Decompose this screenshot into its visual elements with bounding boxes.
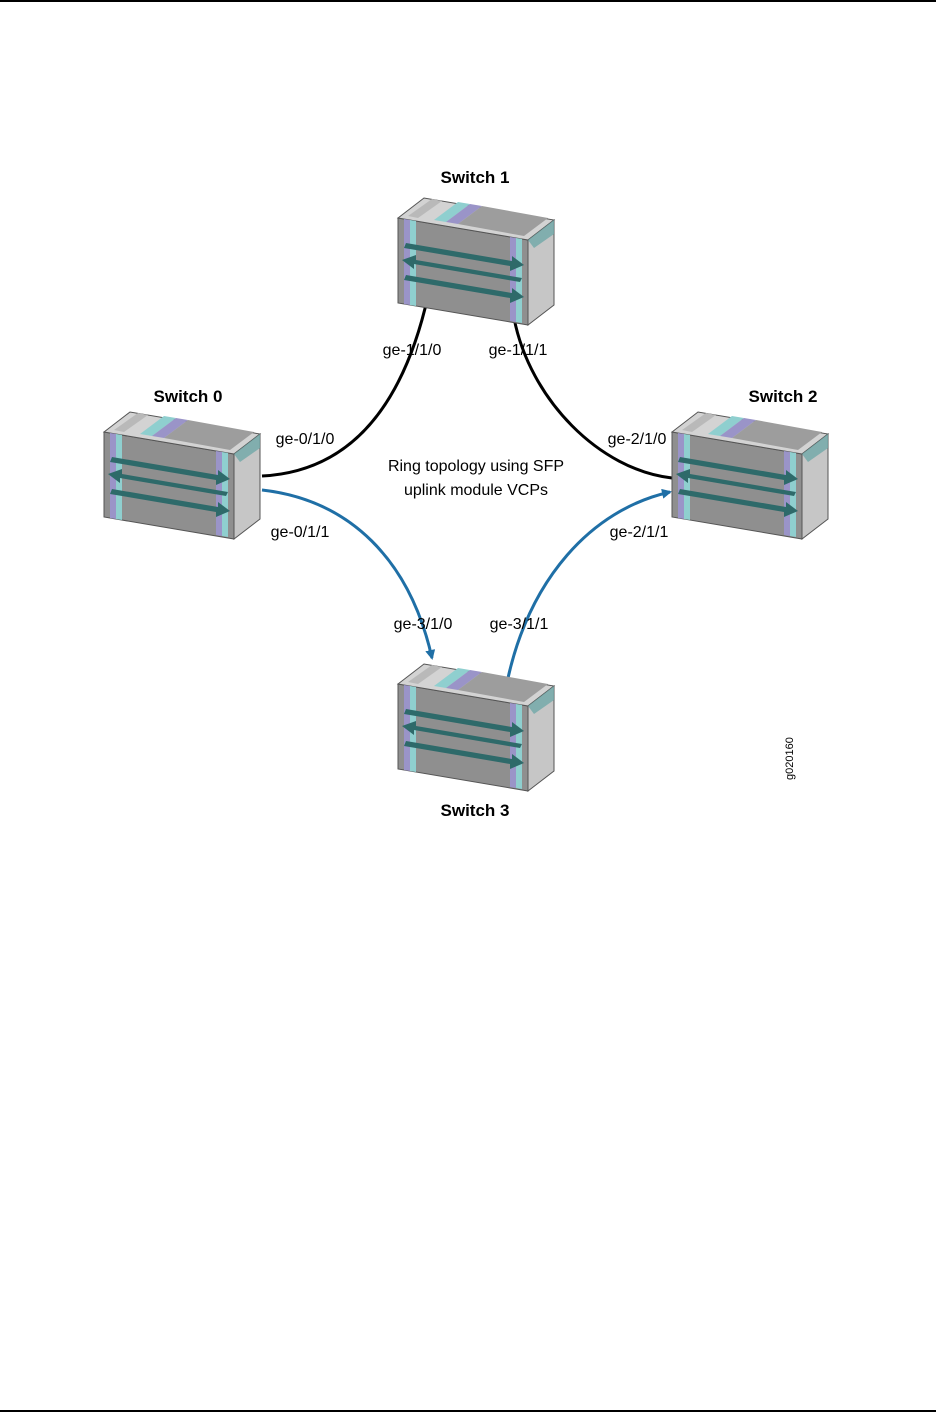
port-label-ge-1-1-0: ge-1/1/0 [383,342,442,359]
port-label-ge-0-1-0: ge-0/1/0 [276,431,335,448]
link-switch0-switch3 [261,488,436,660]
switch-3-label: Switch 3 [441,801,510,820]
port-label-ge-2-1-0: ge-2/1/0 [608,431,667,448]
port-label-ge-3-1-0: ge-3/1/0 [394,616,453,633]
switch-3-node [397,654,555,792]
caption-line-1: Ring topology using SFP [388,458,564,475]
figure-id: g020160 [784,737,796,780]
port-label-ge-1-1-1: ge-1/1/1 [489,342,548,359]
switch-1-node [397,188,555,326]
top-rule [0,0,936,2]
port-label-ge-3-1-1: ge-3/1/1 [490,616,549,633]
switch-1-label: Switch 1 [441,168,510,187]
port-label-ge-2-1-1: ge-2/1/1 [610,524,669,541]
caption-line-2: uplink module VCPs [404,482,548,499]
link-switch1-switch2 [512,317,673,480]
port-label-ge-0-1-1: ge-0/1/1 [271,524,330,541]
link-switch0-switch1 [261,295,430,478]
switch-2-node [671,402,829,540]
switch-0-label: Switch 0 [154,387,223,406]
bottom-rule [0,1410,936,1412]
switch-0-node [103,402,261,540]
link-switch3-switch2 [506,488,672,679]
switch-2-label: Switch 2 [749,387,818,406]
